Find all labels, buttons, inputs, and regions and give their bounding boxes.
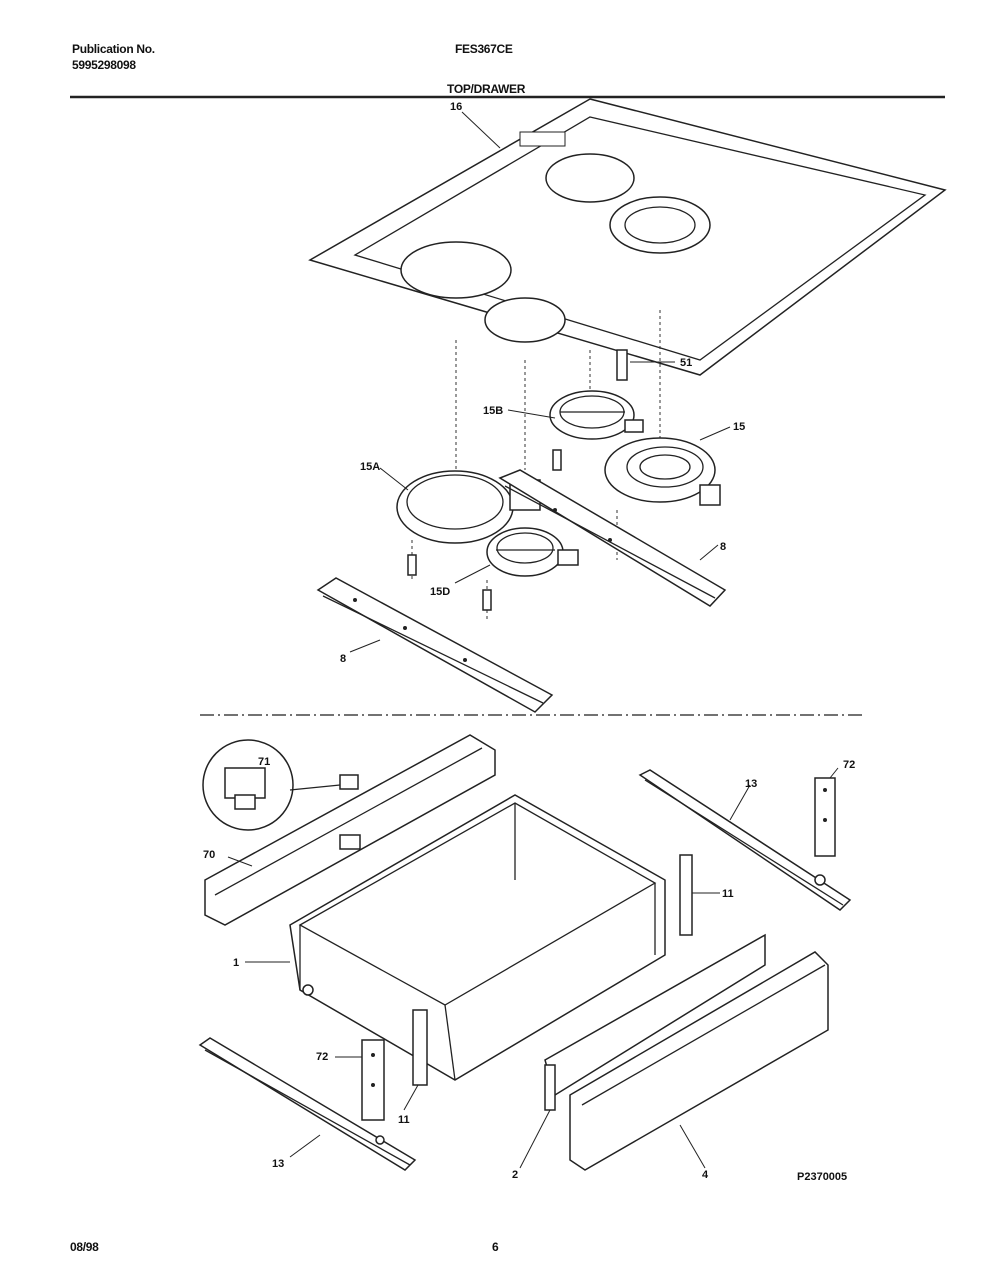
callout-13-right: 13 xyxy=(745,778,757,790)
callout-15b: 15B xyxy=(483,405,503,417)
drawer-panel-2 xyxy=(544,933,766,1111)
section-title: TOP/DRAWER xyxy=(447,82,526,96)
publication-number: 5995298098 xyxy=(72,58,136,72)
glide-72-left xyxy=(361,1039,385,1121)
callout-13-left: 13 xyxy=(272,1158,284,1170)
publication-label: Publication No. xyxy=(72,42,155,56)
model-number: FES367CE xyxy=(455,42,513,56)
bracket-8-rear xyxy=(498,469,727,607)
leader-lines xyxy=(227,111,839,1169)
callout-15d: 15D xyxy=(430,586,450,598)
rail-13-left xyxy=(198,1037,417,1171)
drawer-front-4 xyxy=(569,951,829,1171)
callout-8-rear: 8 xyxy=(720,541,726,553)
screws-top xyxy=(407,449,562,611)
glide-72-right xyxy=(814,777,836,857)
reference-code: P2370005 xyxy=(797,1171,847,1183)
callout-51: 51 xyxy=(680,357,692,369)
element-15a xyxy=(396,470,541,544)
element-15d xyxy=(486,527,579,577)
footer-date: 08/98 xyxy=(70,1240,99,1254)
sensor-51 xyxy=(616,349,628,381)
callout-72-right: 72 xyxy=(843,759,855,771)
callout-1: 1 xyxy=(233,957,239,969)
callout-15a: 15A xyxy=(360,461,380,473)
bracket-8-front xyxy=(316,577,554,713)
rail-13-right xyxy=(638,769,852,911)
callout-15: 15 xyxy=(733,421,745,433)
callout-11-left: 11 xyxy=(398,1114,410,1126)
callout-70: 70 xyxy=(203,849,215,861)
callout-8-front: 8 xyxy=(340,653,346,665)
callout-71: 71 xyxy=(258,756,270,768)
callout-72-left: 72 xyxy=(316,1051,328,1063)
element-15 xyxy=(604,437,721,506)
bracket-11-right xyxy=(679,854,693,936)
callout-11-right: 11 xyxy=(722,888,734,900)
callout-4: 4 xyxy=(702,1169,709,1181)
bracket-11-left xyxy=(412,1009,428,1086)
inset-71 xyxy=(202,739,341,831)
callout-16: 16 xyxy=(450,101,462,113)
page-number: 6 xyxy=(492,1240,499,1254)
rail-70 xyxy=(204,734,496,926)
drawer-1 xyxy=(289,794,666,1081)
cooktop-top xyxy=(308,98,947,376)
element-15b xyxy=(549,390,644,440)
callout-2: 2 xyxy=(512,1169,518,1181)
